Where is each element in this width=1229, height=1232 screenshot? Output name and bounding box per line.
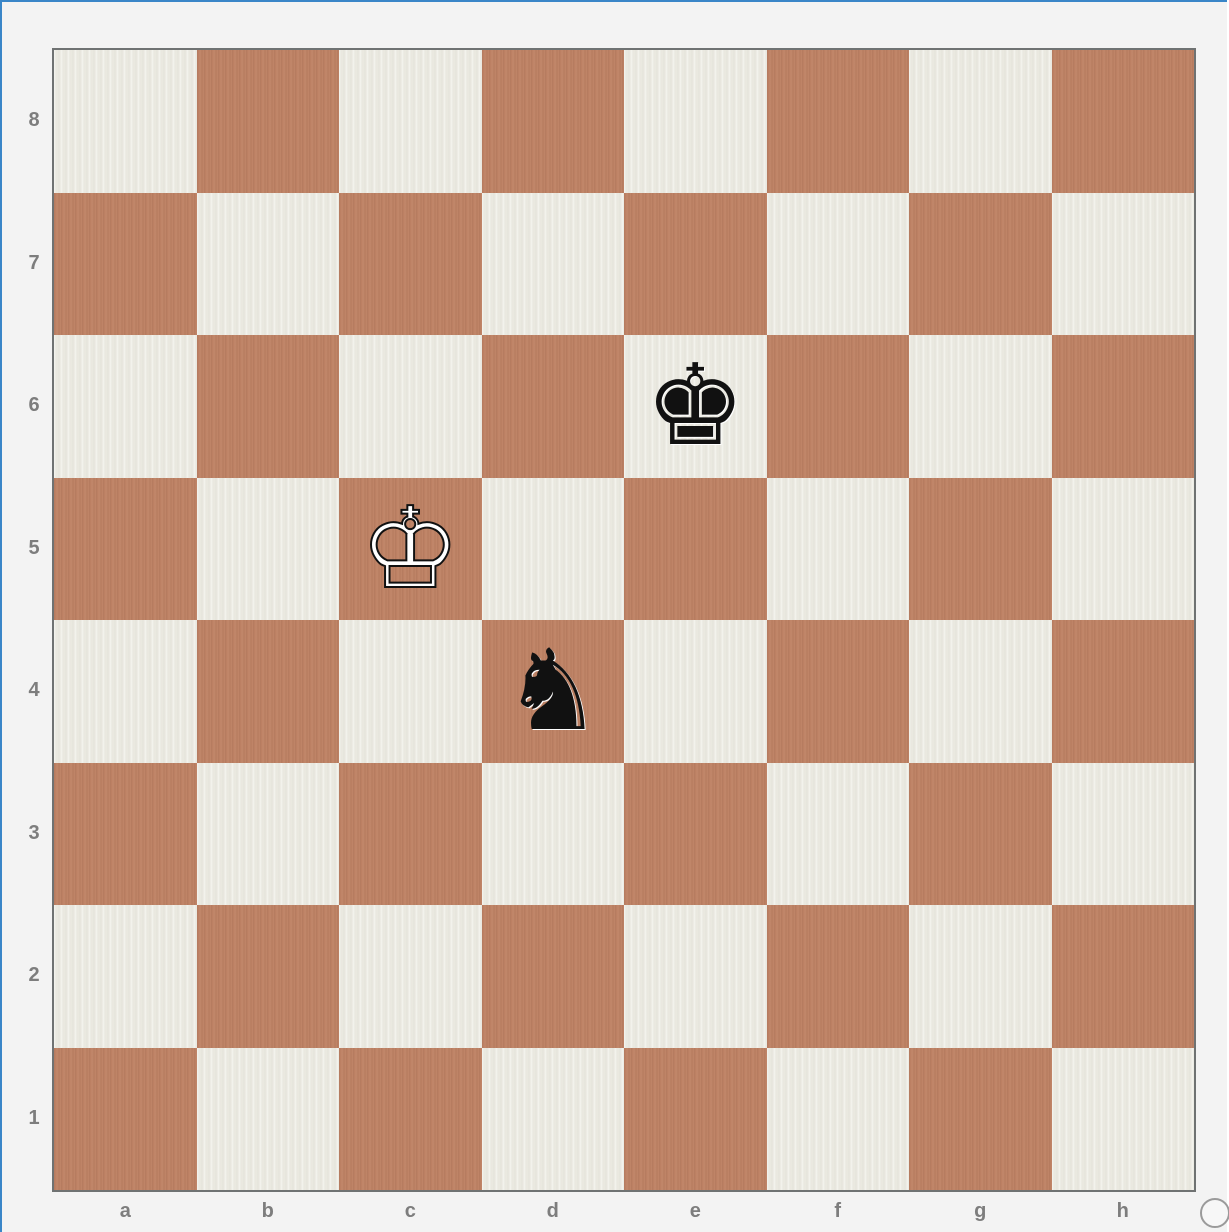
rank-label-8: 8 (24, 109, 44, 132)
square-a1[interactable] (54, 1048, 197, 1191)
square-h6[interactable] (1052, 335, 1195, 478)
file-label-g: g (960, 1200, 1000, 1223)
board-settings-circle-icon[interactable] (1200, 1198, 1229, 1228)
square-g3[interactable] (909, 763, 1052, 906)
square-c8[interactable] (339, 50, 482, 193)
square-h7[interactable] (1052, 193, 1195, 336)
square-f6[interactable] (767, 335, 910, 478)
square-c1[interactable] (339, 1048, 482, 1191)
square-c4[interactable] (339, 620, 482, 763)
square-f2[interactable] (767, 905, 910, 1048)
file-label-f: f (818, 1200, 858, 1223)
square-c3[interactable] (339, 763, 482, 906)
square-f3[interactable] (767, 763, 910, 906)
square-g5[interactable] (909, 478, 1052, 621)
square-e3[interactable] (624, 763, 767, 906)
square-g2[interactable] (909, 905, 1052, 1048)
chess-board[interactable]: ♚ ♔♞ (54, 50, 1194, 1190)
square-h3[interactable] (1052, 763, 1195, 906)
square-d1[interactable] (482, 1048, 625, 1191)
square-b2[interactable] (197, 905, 340, 1048)
rank-label-3: 3 (24, 822, 44, 845)
square-h4[interactable] (1052, 620, 1195, 763)
rank-label-5: 5 (24, 537, 44, 560)
square-b6[interactable] (197, 335, 340, 478)
square-b1[interactable] (197, 1048, 340, 1191)
rank-label-4: 4 (24, 679, 44, 702)
square-g1[interactable] (909, 1048, 1052, 1191)
square-a3[interactable] (54, 763, 197, 906)
file-label-e: e (675, 1200, 715, 1223)
square-f1[interactable] (767, 1048, 910, 1191)
square-d8[interactable] (482, 50, 625, 193)
square-g8[interactable] (909, 50, 1052, 193)
black-king-icon[interactable]: ♚ (624, 335, 767, 478)
square-h8[interactable] (1052, 50, 1195, 193)
square-a2[interactable] (54, 905, 197, 1048)
square-a6[interactable] (54, 335, 197, 478)
square-f8[interactable] (767, 50, 910, 193)
rank-label-6: 6 (24, 394, 44, 417)
square-b4[interactable] (197, 620, 340, 763)
file-label-a: a (105, 1200, 145, 1223)
square-e7[interactable] (624, 193, 767, 336)
square-d2[interactable] (482, 905, 625, 1048)
file-label-b: b (248, 1200, 288, 1223)
square-b5[interactable] (197, 478, 340, 621)
square-d7[interactable] (482, 193, 625, 336)
square-d3[interactable] (482, 763, 625, 906)
square-g7[interactable] (909, 193, 1052, 336)
square-f4[interactable] (767, 620, 910, 763)
square-b8[interactable] (197, 50, 340, 193)
square-a8[interactable] (54, 50, 197, 193)
square-e5[interactable] (624, 478, 767, 621)
square-c7[interactable] (339, 193, 482, 336)
square-d4[interactable]: ♞ (482, 620, 625, 763)
rank-label-2: 2 (24, 964, 44, 987)
square-e1[interactable] (624, 1048, 767, 1191)
square-g4[interactable] (909, 620, 1052, 763)
square-a5[interactable] (54, 478, 197, 621)
file-label-d: d (533, 1200, 573, 1223)
square-h5[interactable] (1052, 478, 1195, 621)
black-knight-icon[interactable]: ♞ (482, 620, 625, 763)
square-e4[interactable] (624, 620, 767, 763)
rank-label-1: 1 (24, 1107, 44, 1130)
square-e2[interactable] (624, 905, 767, 1048)
square-a4[interactable] (54, 620, 197, 763)
square-g6[interactable] (909, 335, 1052, 478)
square-h2[interactable] (1052, 905, 1195, 1048)
file-label-c: c (390, 1200, 430, 1223)
square-c6[interactable] (339, 335, 482, 478)
rank-label-7: 7 (24, 252, 44, 275)
square-f5[interactable] (767, 478, 910, 621)
white-king-icon[interactable]: ♔ (339, 478, 482, 621)
square-h1[interactable] (1052, 1048, 1195, 1191)
square-e6[interactable]: ♚ (624, 335, 767, 478)
square-c5[interactable]: ♔ (339, 478, 482, 621)
square-c2[interactable] (339, 905, 482, 1048)
square-d6[interactable] (482, 335, 625, 478)
square-a7[interactable] (54, 193, 197, 336)
square-b3[interactable] (197, 763, 340, 906)
square-e8[interactable] (624, 50, 767, 193)
square-d5[interactable] (482, 478, 625, 621)
square-b7[interactable] (197, 193, 340, 336)
file-label-h: h (1103, 1200, 1143, 1223)
square-f7[interactable] (767, 193, 910, 336)
